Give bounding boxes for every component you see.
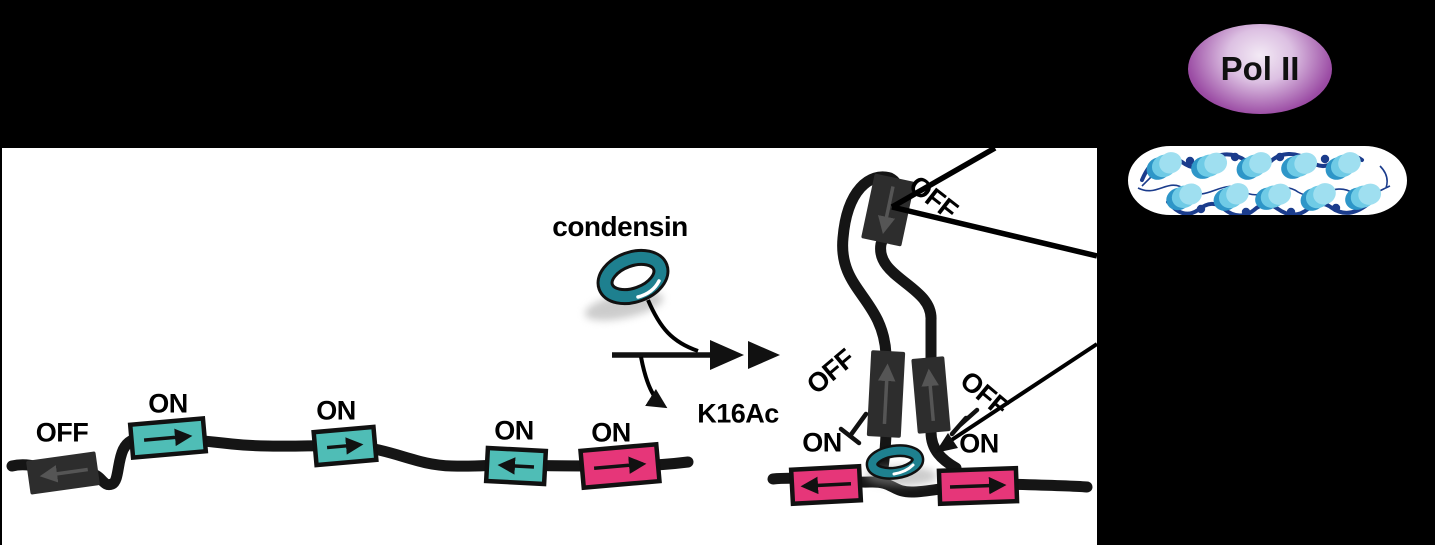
linker-dot: [1331, 203, 1341, 213]
linker-dot: [1286, 207, 1296, 215]
pointer-arrowhead: [935, 433, 958, 453]
gene-arrow-left-icon: [497, 457, 535, 475]
pointer-arrow-to-ring: [948, 342, 1097, 443]
k16ac-branch-arrow: [639, 356, 668, 409]
chromatin-fiber-illustration: [1137, 147, 1391, 215]
ring-highlight: [892, 463, 915, 476]
gene-box-on-bottom-right: [936, 465, 1020, 507]
k16ac-label: K16Ac: [697, 398, 779, 429]
gene-arrow-left-icon: [39, 465, 89, 483]
reaction-arrowhead-1: [710, 340, 744, 370]
gene-label-on: ON: [316, 395, 356, 426]
gene-label-on: ON: [802, 427, 842, 458]
box-bottom-notch: [1269, 215, 1286, 221]
gene-box-on-3: [483, 445, 549, 487]
gene-label-on: ON: [959, 428, 999, 459]
main-panel: OFF ON ON ON ON condensin K16Ac OFF OFF …: [2, 148, 1097, 545]
gene-label-on: ON: [591, 417, 631, 448]
gene-arrow-right-icon: [593, 456, 647, 474]
condensin-ring-loop-icon: [865, 444, 925, 480]
condensin-ring-icon: [596, 248, 670, 306]
linker-dot: [1230, 152, 1240, 162]
linker-dot: [1196, 204, 1206, 214]
linker-dot: [1241, 207, 1251, 215]
gene-box-on-bottom-left: [788, 463, 864, 507]
nucleosome-icon: [1321, 147, 1365, 184]
inhibition-tbar-left-icon: [838, 411, 869, 446]
linker-dot: [1320, 154, 1330, 164]
gene-arrow-down-icon: [877, 186, 896, 234]
pol2-label: Pol II: [1220, 50, 1300, 87]
condensin-loading-curve: [646, 299, 699, 353]
callout-line-lower: [891, 204, 1097, 259]
gene-arrow-right-icon: [143, 428, 193, 447]
reaction-arrowhead-2: [748, 341, 780, 369]
gene-arrow-right-icon: [326, 437, 364, 455]
linker-dot: [1185, 156, 1195, 166]
gene-box-on-1: [127, 415, 209, 461]
linker-dot: [1275, 152, 1285, 162]
gene-box-off-1: [26, 451, 100, 495]
gene-arrow-right-icon: [949, 476, 1007, 495]
figure-graphics: [6, 148, 1097, 507]
callout-line-upper: [890, 148, 997, 210]
inhibition-tbar-right-icon: [949, 407, 980, 437]
condensin-label: condensin: [552, 211, 688, 242]
pol2-ellipse: Pol II: [1188, 24, 1332, 114]
gene-box-on-4-pink: [578, 441, 662, 491]
gene-label-off: OFF: [35, 417, 89, 448]
chromatin-zoom-box: [1123, 141, 1412, 220]
gene-arrow-up-icon: [921, 368, 939, 422]
gene-arrow-left-icon: [800, 476, 852, 495]
dna-strand-extended: [6, 432, 694, 491]
ring-highlight: [636, 279, 661, 299]
gene-box-off-loop-left: [866, 350, 906, 438]
nucleosome-icon: [1232, 147, 1276, 184]
gene-label-on: ON: [494, 415, 534, 446]
gene-box-off-loop-top: [861, 173, 915, 247]
gene-box-on-2: [311, 424, 379, 468]
gene-arrow-up-icon: [877, 363, 896, 425]
gene-label-on: ON: [148, 388, 188, 419]
gene-box-off-loop-right: [911, 356, 951, 434]
